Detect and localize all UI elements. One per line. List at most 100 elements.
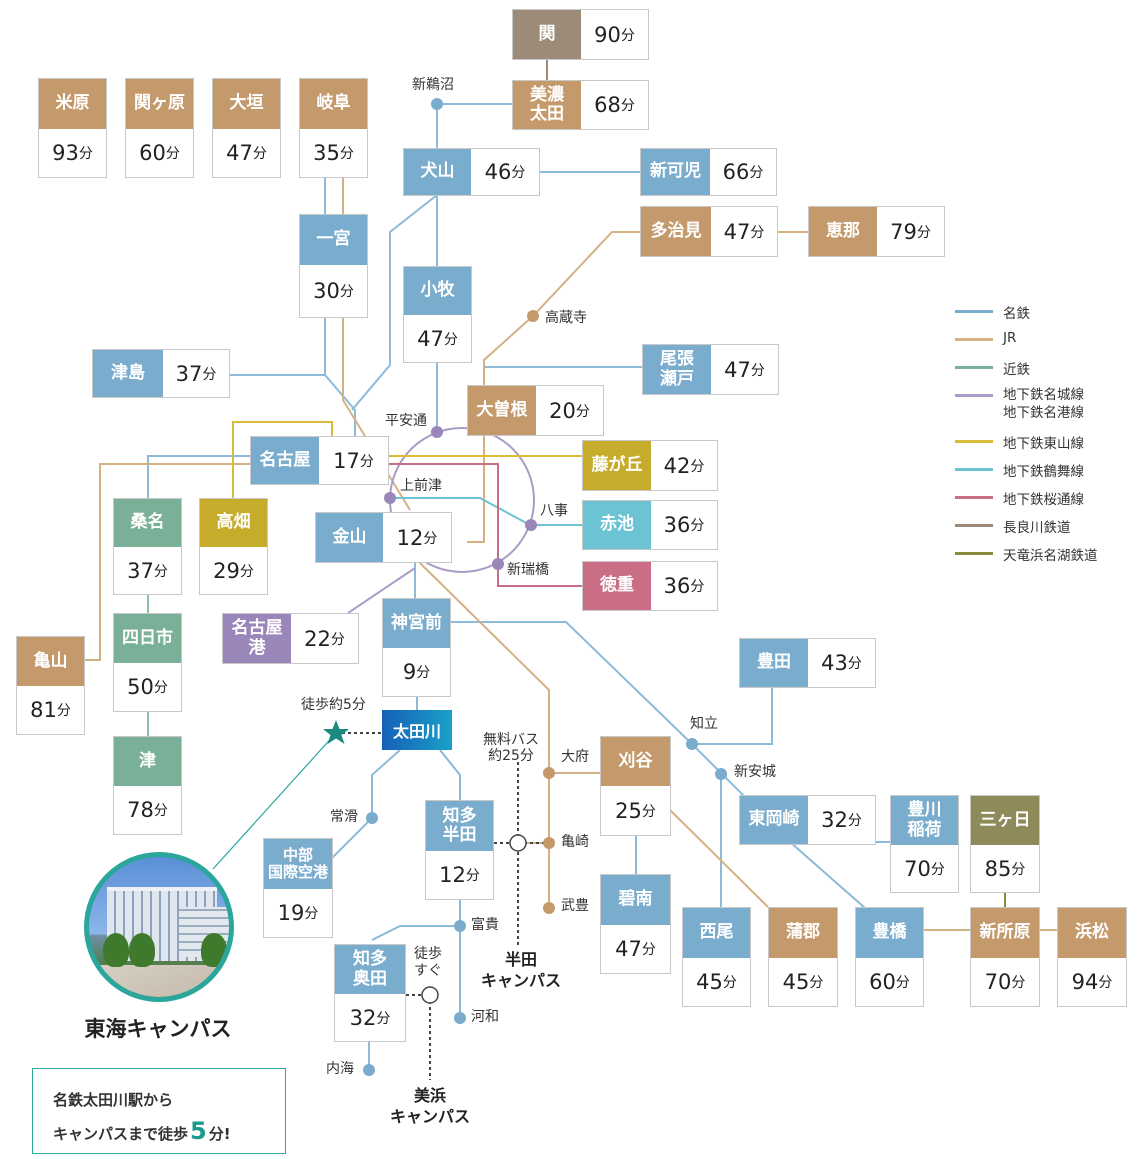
label-heian-dori: 平安通 (385, 413, 427, 430)
station-nishio: 西尾45分 (682, 907, 751, 1007)
label-walk-5min: 徒歩約5分 (301, 697, 366, 714)
station-ena: 恵那79分 (808, 206, 945, 257)
station-name: 新所原 (971, 908, 1039, 958)
station-name: 碧南 (601, 875, 670, 925)
travel-time: 9分 (383, 648, 450, 696)
station-kanayama: 金山12分 (315, 512, 452, 563)
travel-time: 50分 (114, 663, 181, 711)
station-name: 神宮前 (383, 599, 450, 648)
label-kowa: 河和 (471, 1009, 499, 1026)
travel-time: 32分 (335, 994, 405, 1041)
travel-time: 70分 (891, 845, 958, 892)
station-name: 関 (513, 10, 581, 59)
station-name: 刈谷 (601, 737, 670, 786)
label-yagoto: 八事 (540, 503, 568, 520)
station-name: 赤池 (583, 501, 651, 549)
station-tajimi: 多治見47分 (640, 206, 778, 257)
station-name: 新可児 (641, 149, 710, 195)
travel-time: 22分 (291, 614, 358, 663)
station-name: 美濃 太田 (513, 81, 581, 129)
station-fujigaoka: 藤が丘42分 (582, 440, 718, 491)
travel-time: 46分 (471, 149, 539, 195)
label-walk-soon: 徒歩 すぐ (414, 946, 442, 980)
station-inuyama: 犬山46分 (403, 148, 540, 196)
station-name: 高畑 (200, 499, 267, 547)
station-name: 岐阜 (300, 79, 367, 129)
station-name: 名古屋 (251, 437, 319, 484)
station-name: 知多 半田 (426, 801, 493, 851)
label-chiryu: 知立 (690, 716, 718, 733)
label-kamimaezu: 上前津 (400, 478, 442, 495)
campus-handa: 半田 キャンパス (476, 950, 566, 992)
station-name: 名古屋 港 (223, 614, 291, 663)
station-owariseto: 尾張 瀬戸47分 (642, 344, 779, 395)
station-name: 東岡崎 (740, 796, 808, 844)
station-name: 蒲郡 (769, 908, 837, 958)
station-name: 津 (114, 737, 181, 786)
station-name: 米原 (39, 79, 106, 129)
label-shinanjo: 新安城 (734, 764, 776, 781)
station-name: 豊橋 (856, 908, 923, 958)
travel-time: 37分 (114, 547, 181, 594)
label-kamezaki: 亀崎 (561, 834, 589, 851)
travel-time: 85分 (971, 845, 1039, 892)
station-name: 中部 国際空港 (264, 839, 332, 889)
walk-note-line1: 名鉄太田川駅から (53, 1089, 173, 1110)
station-ichinomiya: 一宮30分 (299, 214, 368, 318)
travel-time: 25分 (601, 786, 670, 835)
station-name: 関ヶ原 (126, 79, 193, 129)
station-name: 四日市 (114, 614, 181, 663)
label-kozoji: 高蔵寺 (545, 310, 587, 327)
label-utsumi: 内海 (326, 1061, 354, 1078)
station-name: 亀山 (17, 637, 84, 686)
label-tomiki: 富貴 (471, 917, 499, 934)
station-name: 桑名 (114, 499, 181, 547)
station-name: 太田川 (393, 718, 441, 742)
label-shinunuma: 新鵜沼 (412, 77, 454, 94)
station-name: 豊川 稲荷 (891, 796, 958, 845)
station-name: 徳重 (583, 562, 651, 610)
station-name: 浜松 (1058, 908, 1126, 958)
station-ogaki: 大垣47分 (212, 78, 281, 178)
campus-tokai: 東海キャンパス (56, 1016, 260, 1043)
station-name: 小牧 (404, 267, 471, 315)
